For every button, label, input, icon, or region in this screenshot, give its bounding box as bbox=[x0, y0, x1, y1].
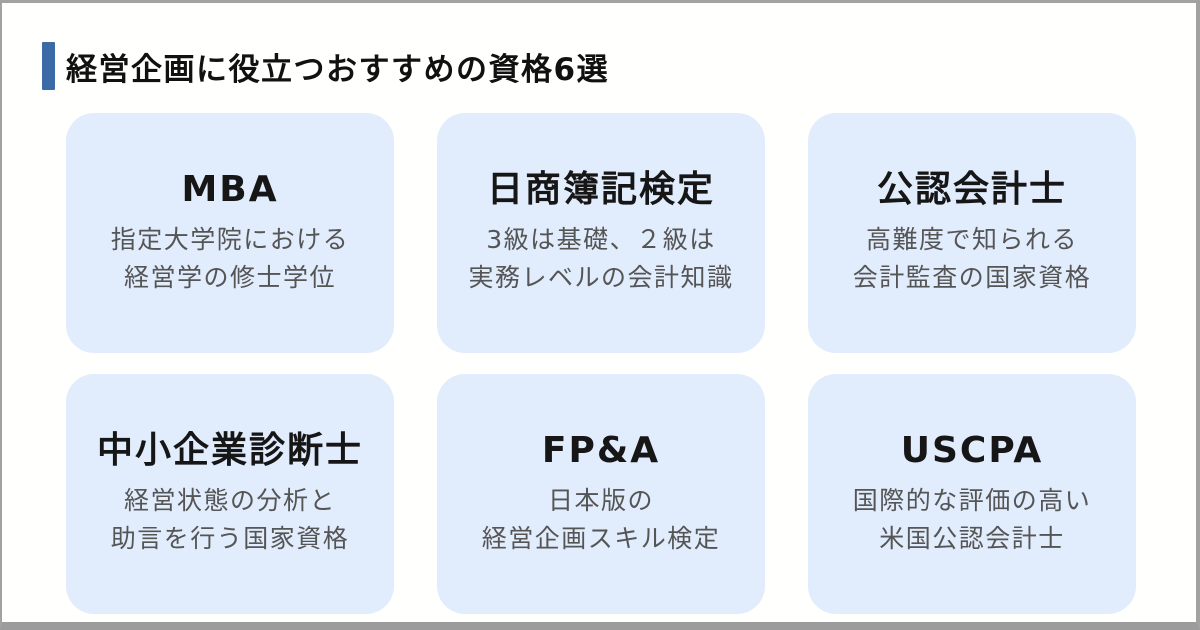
qualification-cards-grid: MBA 指定大学院における 経営学の修士学位 日商簿記検定 3級は基礎、２級は … bbox=[66, 113, 1136, 614]
card-description-line2: 実務レベルの会計知識 bbox=[468, 262, 734, 292]
card-title: MBA bbox=[181, 168, 279, 210]
card-description-line1: 日本版の bbox=[547, 486, 654, 516]
card-mba: MBA 指定大学院における 経営学の修士学位 bbox=[66, 113, 394, 353]
card-description-line1: 国際的な評価の高い bbox=[852, 486, 1092, 516]
card-description-line2: 会計監査の国家資格 bbox=[852, 262, 1092, 292]
card-description: 指定大学院における 経営学の修士学位 bbox=[111, 221, 350, 296]
card-title: 公認会計士 bbox=[876, 168, 1067, 210]
card-konin-kaikeishi: 公認会計士 高難度で知られる 会計監査の国家資格 bbox=[808, 113, 1136, 353]
page-title: 経営企画に役立つおすすめの資格6選 bbox=[66, 51, 610, 88]
card-description: 日本版の 経営企画スキル検定 bbox=[482, 482, 721, 557]
card-title: 中小企業診断士 bbox=[96, 429, 363, 471]
card-description-line2: 経営学の修士学位 bbox=[123, 262, 336, 292]
card-title: USCPA bbox=[900, 429, 1044, 471]
page-header: 経営企画に役立つおすすめの資格6選 bbox=[42, 42, 1196, 90]
card-chusho-kigyo-shindanshi: 中小企業診断士 経営状態の分析と 助言を行う国家資格 bbox=[66, 374, 394, 614]
card-description: 国際的な評価の高い 米国公認会計士 bbox=[853, 482, 1092, 557]
card-title: FP&A bbox=[541, 429, 661, 471]
card-description-line2: 米国公認会計士 bbox=[879, 523, 1065, 553]
card-nissho-boki: 日商簿記検定 3級は基礎、２級は 実務レベルの会計知識 bbox=[437, 113, 765, 353]
title-accent-bar bbox=[42, 42, 55, 90]
card-description-line1: 指定大学院における bbox=[110, 225, 350, 255]
card-description-line1: 3級は基礎、２級は bbox=[486, 225, 716, 255]
card-description-line1: 経営状態の分析と bbox=[123, 486, 336, 516]
card-description: 経営状態の分析と 助言を行う国家資格 bbox=[111, 482, 350, 557]
card-description: 高難度で知られる 会計監査の国家資格 bbox=[853, 221, 1092, 296]
card-uscpa: USCPA 国際的な評価の高い 米国公認会計士 bbox=[808, 374, 1136, 614]
card-description-line2: 助言を行う国家資格 bbox=[110, 523, 350, 553]
card-description: 3級は基礎、２級は 実務レベルの会計知識 bbox=[468, 221, 733, 296]
card-title: 日商簿記検定 bbox=[486, 168, 715, 210]
card-description-line2: 経営企画スキル検定 bbox=[481, 523, 721, 553]
card-description-line1: 高難度で知られる bbox=[865, 225, 1078, 255]
card-fpa: FP&A 日本版の 経営企画スキル検定 bbox=[437, 374, 765, 614]
